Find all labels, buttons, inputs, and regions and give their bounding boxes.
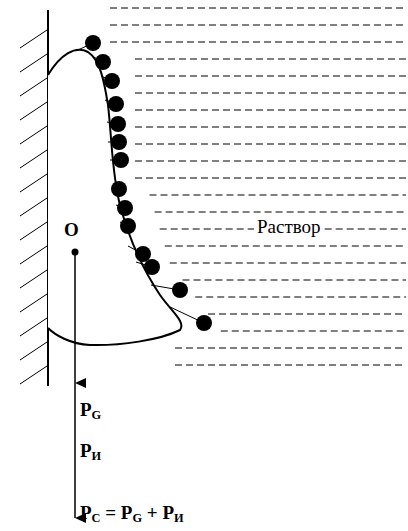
solution-line [135, 127, 406, 128]
solution-line [175, 348, 406, 349]
force-label: PG [80, 400, 101, 419]
solution-line [183, 280, 407, 281]
solution-line [170, 263, 406, 264]
force-label: PИ [80, 441, 101, 460]
solution-line [150, 195, 407, 196]
hatch-stroke [20, 270, 47, 288]
force-arrow [74, 252, 76, 383]
solution-line [135, 144, 406, 145]
solution-line [135, 76, 406, 77]
hatch-stroke [20, 366, 47, 384]
adsorbed-molecules [78, 35, 212, 331]
solution-line [135, 110, 406, 111]
hatch-stroke [20, 150, 47, 168]
molecule-head [113, 152, 129, 168]
hatch-stroke [20, 198, 47, 216]
molecule-head [111, 181, 127, 197]
solution-line [110, 42, 406, 43]
hatch-stroke [20, 342, 47, 360]
solution-line [135, 59, 406, 60]
point-label: O [64, 220, 79, 239]
hatch-stroke [20, 126, 47, 144]
molecule-head [104, 73, 120, 89]
solution-line [221, 331, 406, 332]
molecule-head [111, 134, 127, 150]
solution-line [175, 365, 406, 366]
hatch-stroke [20, 174, 47, 192]
solution-line [135, 161, 406, 162]
molecule-head [95, 54, 111, 70]
molecule-head [117, 200, 133, 216]
solution-line [135, 93, 406, 94]
region-label: Раствор [254, 216, 324, 237]
molecule-head [108, 96, 124, 112]
force-formula: PC = PG + PИ [80, 503, 184, 522]
molecule-head [120, 218, 136, 234]
hatch-stroke [20, 30, 47, 48]
molecule-head [172, 282, 188, 298]
hatch-stroke [20, 246, 47, 264]
solution-line [165, 246, 406, 247]
solution-line [135, 178, 406, 179]
solution-line [195, 297, 406, 298]
molecule-head [196, 315, 212, 331]
hatch-stroke [20, 294, 47, 312]
molecule-head [135, 246, 151, 262]
particle [48, 50, 181, 345]
molecule-head [144, 259, 160, 275]
solution-line [110, 8, 406, 9]
hatch-stroke [20, 222, 47, 240]
molecule-head [110, 116, 126, 132]
solution-line [208, 314, 406, 315]
hatch-stroke [20, 78, 47, 96]
hatch-stroke [20, 54, 47, 72]
force-arrow [74, 383, 76, 518]
wall-hatching [20, 30, 47, 384]
hatch-stroke [20, 318, 47, 336]
solution-line [110, 25, 406, 26]
molecule-head [85, 35, 101, 51]
solution-line [155, 212, 406, 213]
hatch-stroke [20, 102, 47, 120]
